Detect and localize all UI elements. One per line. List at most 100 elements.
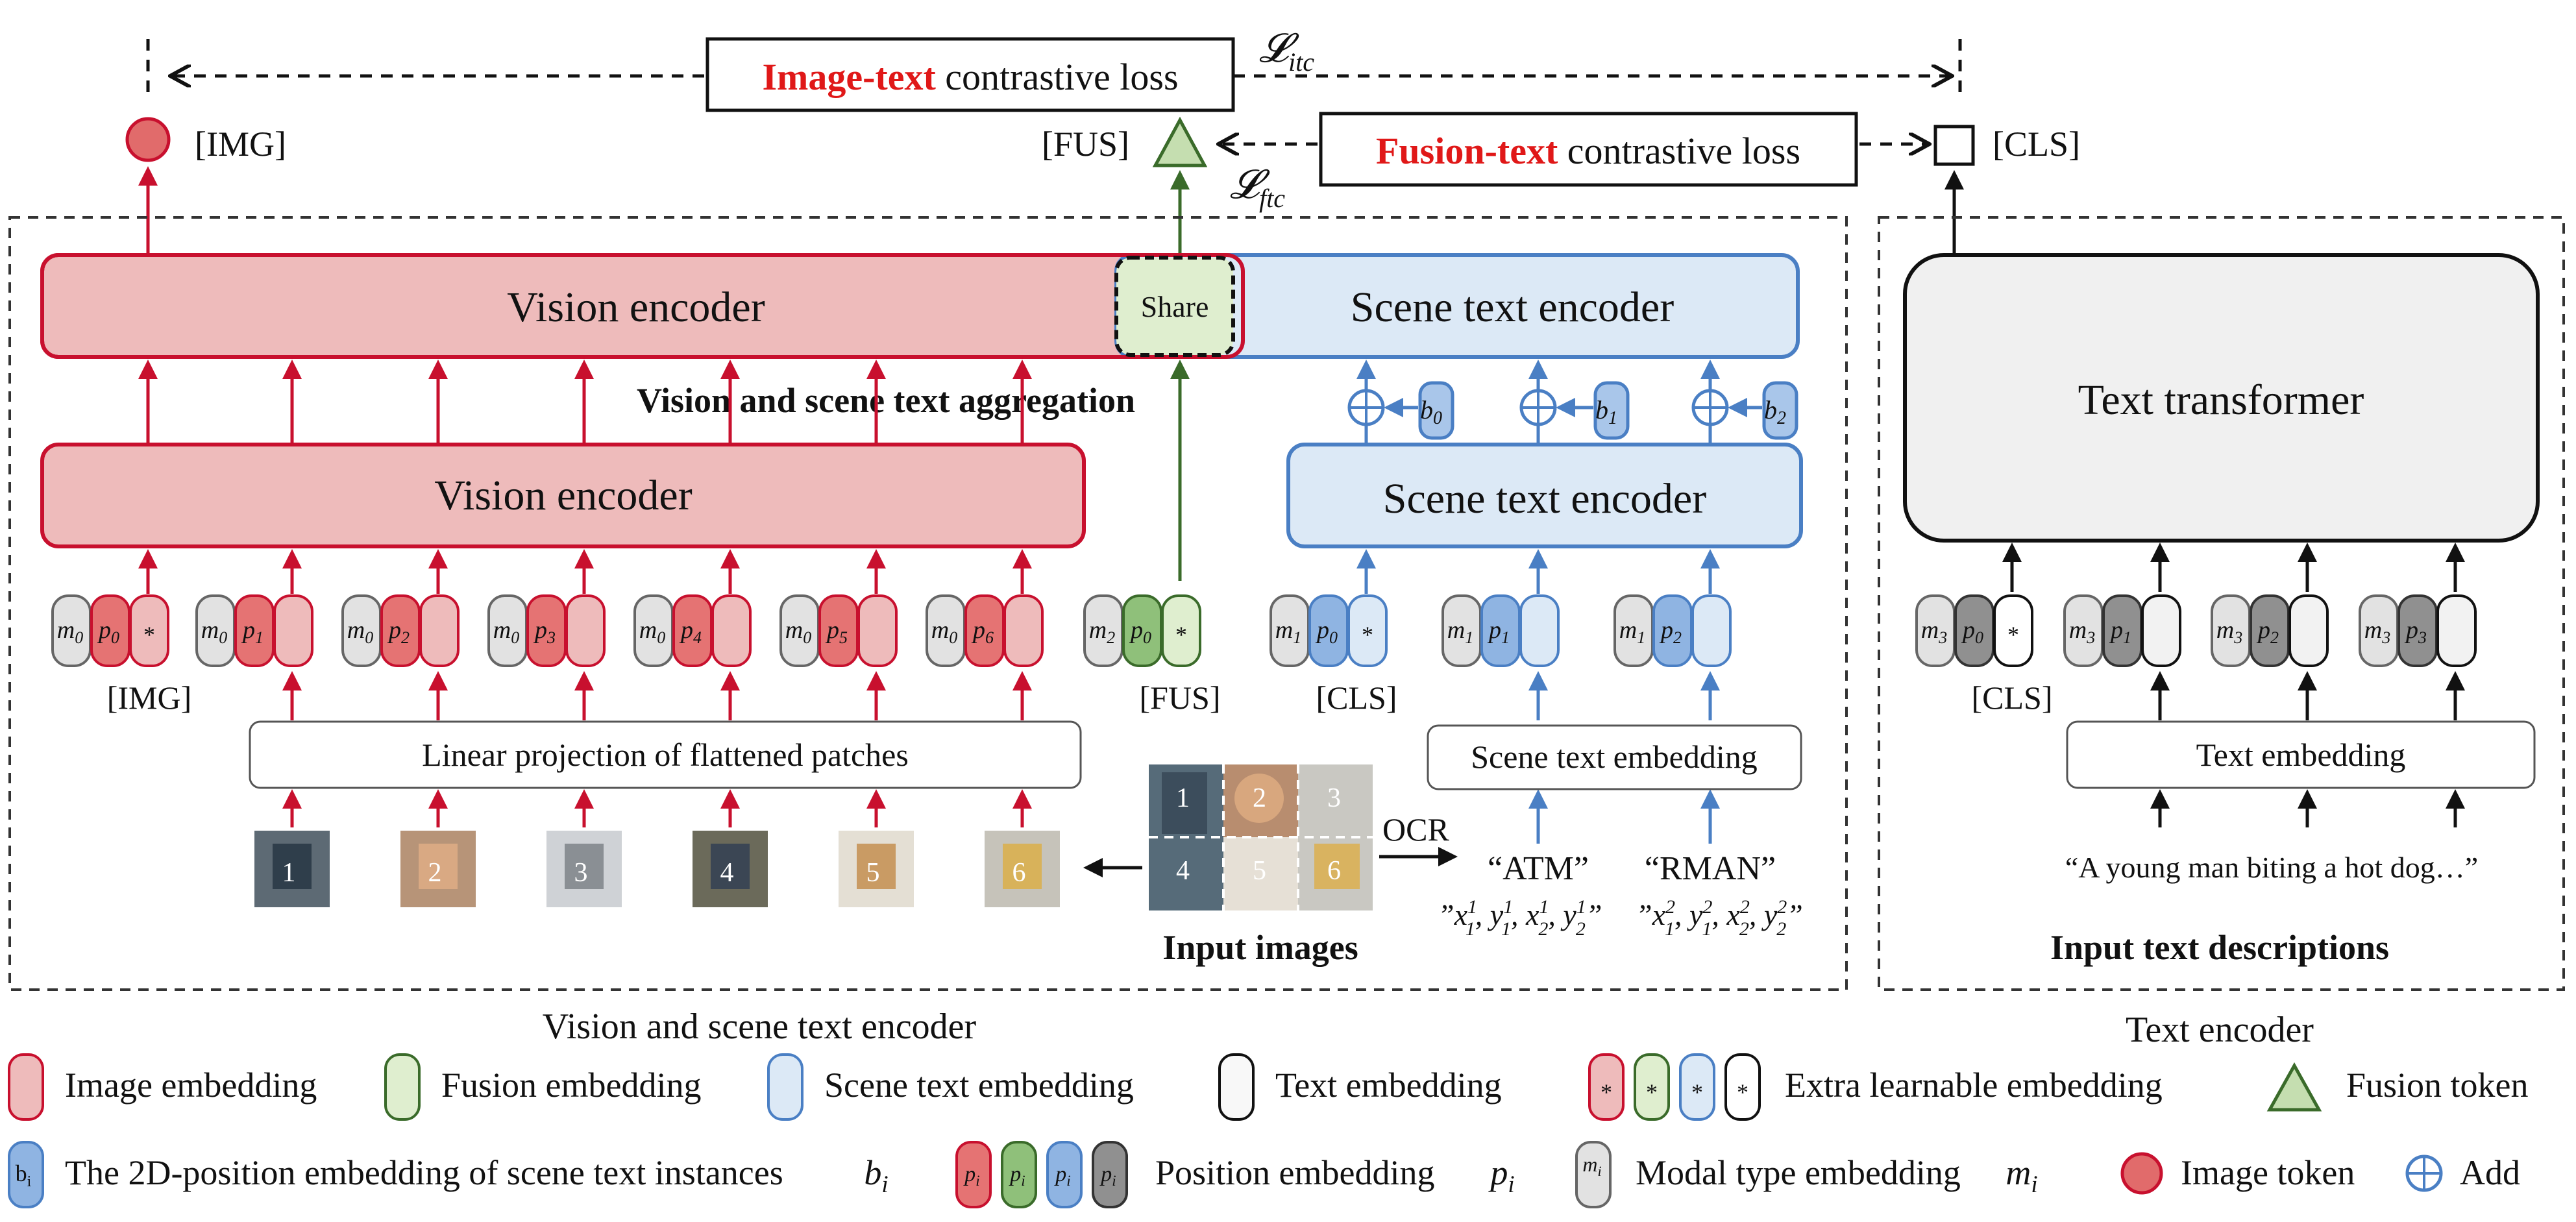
legend-2d-position: The 2D-position embedding of scene text … xyxy=(65,1153,783,1192)
extra-learnable-pill xyxy=(1161,594,1201,667)
learnable-star: * xyxy=(1601,1079,1612,1105)
b-position-pill xyxy=(1418,381,1454,440)
image-patch: 4 xyxy=(693,831,768,907)
embedding-label: pi xyxy=(1054,1162,1070,1189)
embedding-label: m1 xyxy=(1447,617,1473,647)
scene-encoder-bottom-label: Scene text encoder xyxy=(1383,475,1706,522)
fusion-token-icon xyxy=(1152,116,1208,167)
embedding-label: m3 xyxy=(2364,617,2390,647)
legend-image-token-icon xyxy=(2120,1152,2163,1195)
embedding-pill xyxy=(711,594,752,667)
text-panel-border xyxy=(1878,216,2565,991)
embedding-label: m0 xyxy=(347,617,373,647)
scene-encoder-bottom xyxy=(1286,443,1803,548)
linear-projection-label: Linear projection of flattened patches xyxy=(422,737,909,773)
ocr-word-atm: “ATM” xyxy=(1488,850,1589,887)
ftc-box xyxy=(1319,112,1858,187)
embedding-label: m1 xyxy=(1275,617,1301,647)
token-arrows-scene xyxy=(1356,549,1720,594)
add-b0: b0 xyxy=(1347,360,1454,443)
embedding-label: p3 xyxy=(533,617,556,647)
embedding-label: pi xyxy=(1488,1153,1514,1198)
grid-number: 2 xyxy=(1253,783,1266,813)
itc-symbol: 𝓛itc xyxy=(1259,27,1314,77)
fus-token-label: [FUS] xyxy=(1042,125,1129,164)
embedding-label: p2 xyxy=(2256,617,2279,647)
legend-image-embedding-swatch xyxy=(8,1053,44,1121)
embedding-label: m1 xyxy=(1619,617,1645,647)
ftc-box-label: Fusion-text contrastive loss xyxy=(1376,130,1800,172)
embedding-label: pi xyxy=(1009,1162,1025,1189)
embedding-label: mi xyxy=(2006,1153,2037,1198)
b-label: b2 xyxy=(1764,395,1786,428)
embedding-pill xyxy=(565,594,606,667)
embedding-pill xyxy=(2436,594,2477,667)
legend-position-swatch xyxy=(1001,1141,1037,1208)
legend-text-embedding-swatch xyxy=(1218,1053,1255,1121)
embedding-label: p0 xyxy=(1961,617,1983,647)
legend-b-swatch xyxy=(8,1141,44,1208)
scene-encoder-top-label: Scene text encoder xyxy=(1351,284,1674,331)
token-group: m1 p0 * xyxy=(1270,594,1388,667)
patch-number: 2 xyxy=(428,858,442,888)
embedding-pill xyxy=(1519,594,1560,667)
input-text-label: Input text descriptions xyxy=(2050,928,2389,967)
extra-learnable-pill xyxy=(1347,594,1388,667)
fus-token-caption: [FUS] xyxy=(1139,679,1220,716)
embedding-label: m0 xyxy=(931,617,957,647)
cls-token-caption-scene: [CLS] xyxy=(1316,679,1397,716)
legend-extra-swatch xyxy=(1588,1053,1625,1121)
linear-projection-box xyxy=(249,720,1082,789)
embedding-label: m0 xyxy=(493,617,519,647)
image-patch: 6 xyxy=(985,831,1060,907)
learnable-star: * xyxy=(1691,1079,1703,1105)
embedding-label: m0 xyxy=(785,617,811,647)
embedding-label: p0 xyxy=(1129,617,1151,647)
embedding-pill xyxy=(857,594,898,667)
image-patch: 2 xyxy=(400,831,476,907)
embedding-pill xyxy=(1003,594,1044,667)
embedding-label: p1 xyxy=(2109,617,2131,647)
extra-learnable-pill xyxy=(1993,594,2033,667)
embedding-pill xyxy=(419,594,460,667)
itc-box xyxy=(705,37,1235,112)
embedding-label: p0 xyxy=(1315,617,1338,647)
embedding-label: p3 xyxy=(2404,617,2427,647)
embedding-label: p0 xyxy=(97,617,119,647)
embedding-pill xyxy=(2288,594,2329,667)
embedding-label: m3 xyxy=(1921,617,1947,647)
grid-number: 4 xyxy=(1176,856,1190,886)
add-b2: b2 xyxy=(1691,360,1798,443)
vision-mid-arrows xyxy=(138,360,1032,443)
legend-scene-embedding-swatch xyxy=(767,1053,803,1121)
vision-panel-border xyxy=(8,216,1848,991)
patch-number: 1 xyxy=(282,858,296,888)
embedding-label: pi xyxy=(1099,1162,1116,1189)
legend-fusion-embedding: Fusion embedding xyxy=(441,1066,702,1105)
ftc-symbol: 𝓛ftc xyxy=(1230,163,1285,213)
embedding-label: m2 xyxy=(1089,617,1115,647)
learnable-star: * xyxy=(1362,622,1373,648)
legend-extra-swatch xyxy=(1634,1053,1670,1121)
scene-text-add-group: b0 b1 b2 xyxy=(1347,360,1798,443)
image-patch: 3 xyxy=(546,831,622,907)
legend-position-embedding: Position embedding xyxy=(1155,1153,1435,1192)
legend-extra-swatch xyxy=(1679,1053,1715,1121)
embedding-label: p1 xyxy=(241,617,264,647)
linear-projection-arrows xyxy=(282,671,1032,720)
embedding-pill xyxy=(2141,594,2181,667)
img-token-icon xyxy=(125,117,171,162)
legend-fusion-token: Fusion token xyxy=(2346,1066,2529,1105)
learnable-star: * xyxy=(2007,622,2019,648)
legend-image-token: Image token xyxy=(2181,1153,2355,1192)
legend-extra-embedding: Extra learnable embedding xyxy=(1785,1066,2163,1105)
cls-token-icon xyxy=(1933,125,1975,166)
